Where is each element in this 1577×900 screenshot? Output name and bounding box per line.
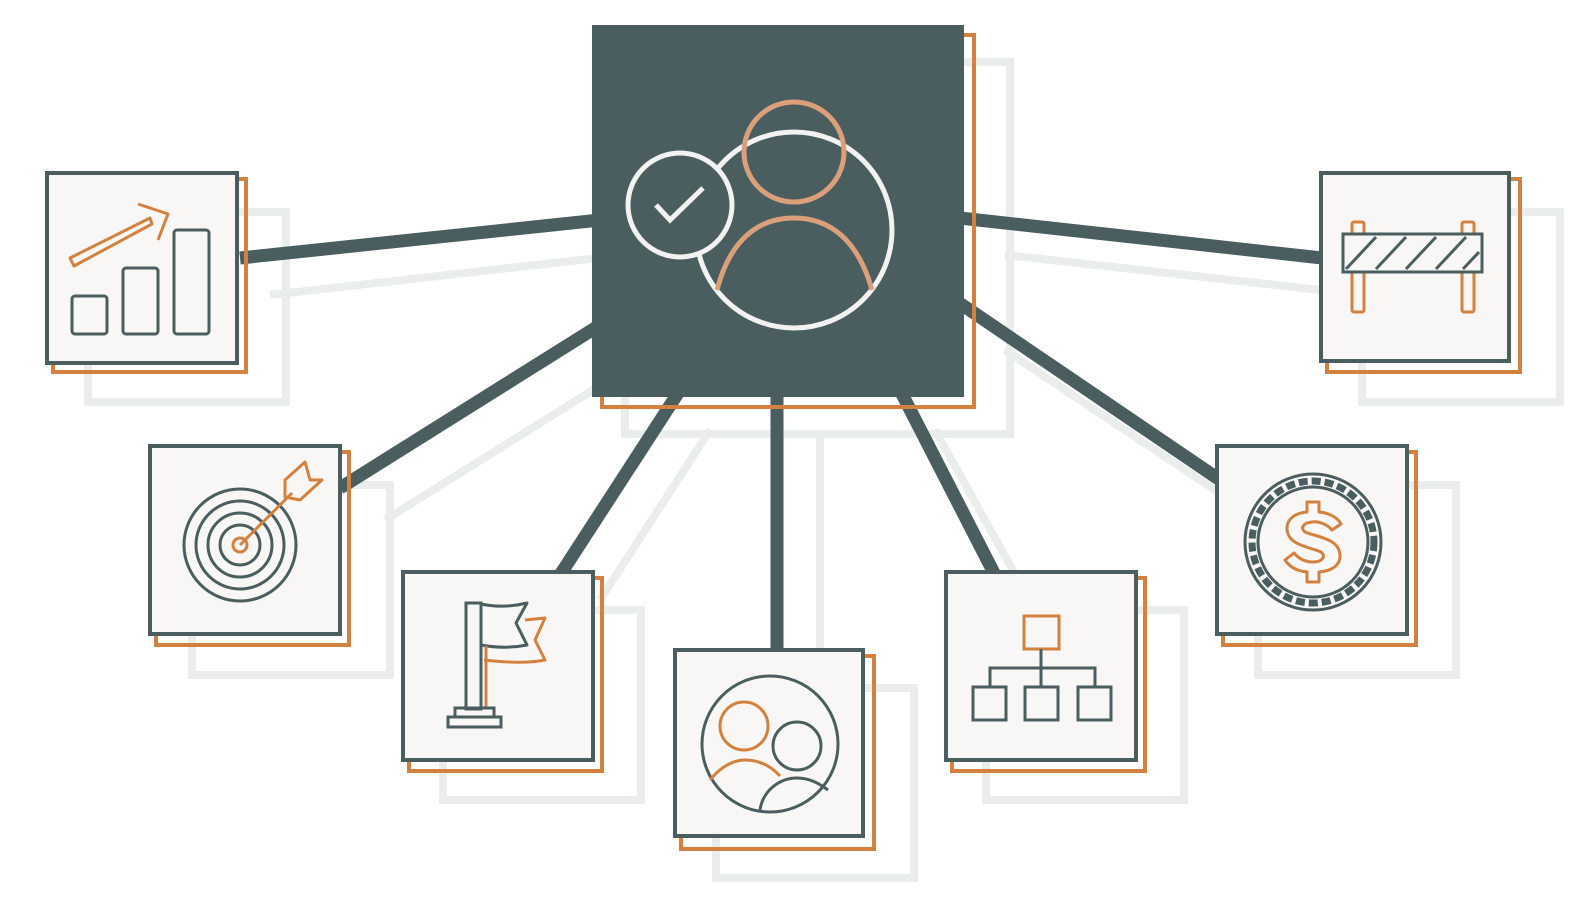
connector-growth	[239, 213, 601, 265]
connector-org	[894, 387, 1001, 578]
goal-flag-icon	[446, 601, 547, 729]
coin-card	[1215, 444, 1418, 647]
roadblock-barrier-icon	[1341, 220, 1484, 314]
user-approved-icon	[625, 99, 895, 331]
connector-flag	[554, 386, 686, 579]
target-card	[148, 444, 351, 647]
hub-card	[592, 25, 976, 409]
dollar-coin-icon	[1243, 472, 1383, 612]
connector-coin	[951, 294, 1224, 486]
org-chart-icon	[971, 614, 1113, 722]
growth-chart-icon	[68, 202, 211, 336]
target-dart-icon	[182, 460, 324, 603]
connector-barrier	[959, 211, 1323, 265]
growth-chart-card	[45, 171, 248, 374]
barrier-card	[1319, 171, 1522, 374]
connectors	[239, 211, 1323, 652]
goal-flag-card	[401, 570, 604, 773]
team-card	[673, 648, 876, 851]
connector-target	[336, 319, 604, 494]
org-chart-card	[944, 570, 1147, 773]
team-users-icon	[700, 674, 840, 814]
